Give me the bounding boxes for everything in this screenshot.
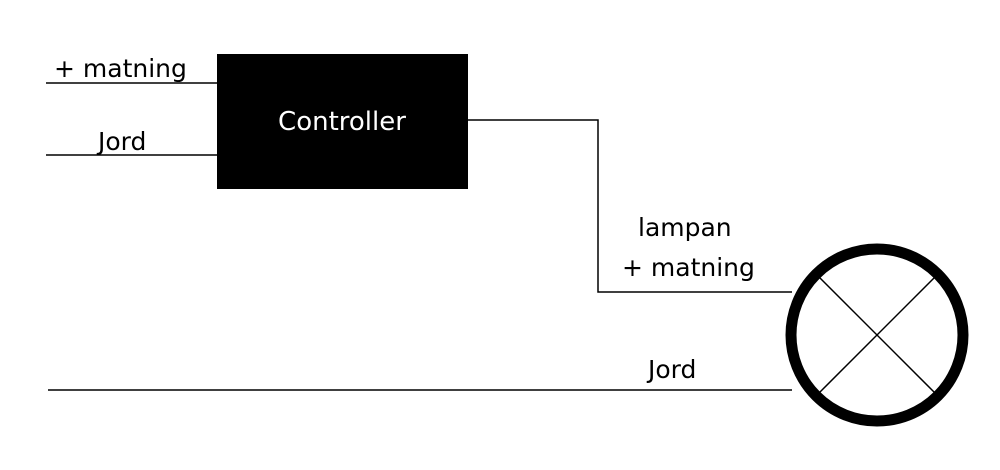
lamp-ground-label: Jord — [646, 355, 696, 384]
controller-block — [217, 54, 468, 189]
lamp-cross-line-2 — [815, 273, 939, 397]
lamp-symbol — [785, 243, 969, 427]
left-ground-label: Jord — [96, 127, 146, 156]
lamp-supply-wire — [468, 119, 792, 293]
controller-label: Controller — [278, 107, 406, 137]
lamp-supply-label-line2: + matning — [622, 253, 755, 282]
lamp-supply-label-line1: lampan — [638, 213, 732, 242]
left-supply-label: + matning — [54, 54, 187, 83]
